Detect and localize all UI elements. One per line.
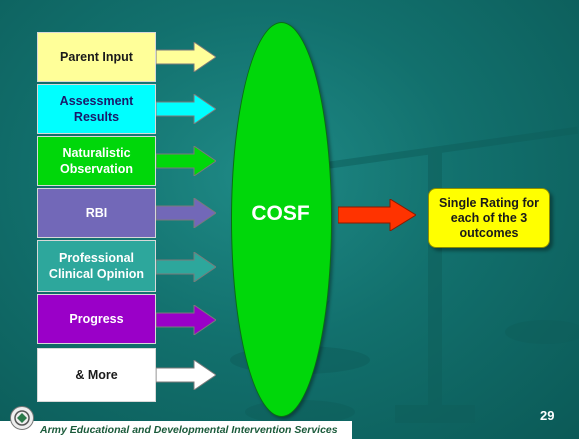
input-label: Naturalistic Observation bbox=[60, 146, 133, 176]
input-arrow-icon bbox=[156, 94, 216, 124]
cosf-oval bbox=[231, 22, 332, 417]
input-arrow-icon bbox=[156, 146, 216, 176]
input-label: & More bbox=[75, 368, 118, 382]
input-label: RBI bbox=[85, 206, 108, 220]
input-assessment-results: Assessment Results bbox=[37, 84, 156, 134]
footer-organization: Army Educational and Developmental Inter… bbox=[40, 424, 338, 436]
single-rating-label: Single Rating for each of the 3 outcomes bbox=[439, 195, 539, 240]
input-label: Parent Input bbox=[60, 50, 133, 64]
input-progress: Progress bbox=[37, 294, 156, 344]
input-arrow-icon bbox=[156, 42, 216, 72]
emblem-logo-icon bbox=[10, 406, 34, 430]
input-label: Assessment Results bbox=[59, 94, 134, 124]
input-label: Professional Clinical Opinion bbox=[48, 251, 145, 281]
input-arrow-icon bbox=[156, 305, 216, 335]
cosf-label: COSF bbox=[251, 202, 310, 225]
footer-band bbox=[0, 421, 352, 439]
input-label: Progress bbox=[69, 312, 124, 326]
input-and-more: & More bbox=[37, 348, 156, 402]
output-arrow-icon bbox=[338, 199, 416, 231]
input-rbi: RBI bbox=[37, 188, 156, 238]
input-arrow-icon bbox=[156, 198, 216, 228]
page-number: 29 bbox=[540, 408, 555, 423]
input-naturalistic-observation: Naturalistic Observation bbox=[37, 136, 156, 186]
input-parent-input: Parent Input bbox=[37, 32, 156, 82]
single-rating-box: Single Rating for each of the 3 outcomes bbox=[428, 188, 550, 248]
input-professional-clinical-opinion: Professional Clinical Opinion bbox=[37, 240, 156, 292]
input-arrow-icon bbox=[156, 360, 216, 390]
input-arrow-icon bbox=[156, 252, 216, 282]
